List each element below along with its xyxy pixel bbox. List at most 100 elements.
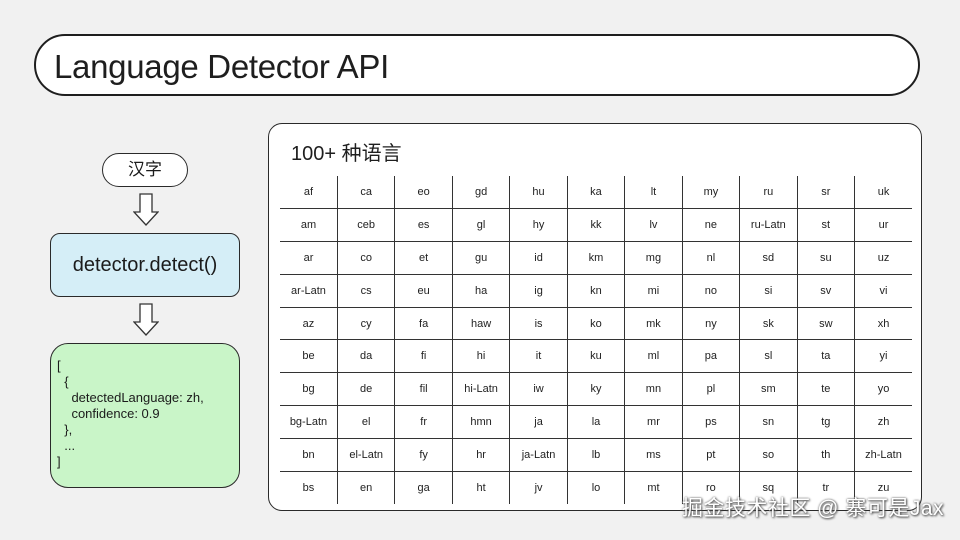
language-code-cell: cy xyxy=(337,307,396,341)
language-code-cell: hy xyxy=(509,208,568,242)
language-code-cell: ha xyxy=(452,274,511,308)
language-code-cell: sl xyxy=(739,339,798,374)
language-code-cell: hi-Latn xyxy=(452,372,511,407)
language-code-cell: ky xyxy=(567,372,626,407)
language-code-cell: de xyxy=(337,372,396,407)
language-code-cell: ceb xyxy=(337,208,396,242)
language-code-cell: el xyxy=(337,405,396,440)
language-code-cell: zh-Latn xyxy=(854,438,912,473)
result-line: detectedLanguage: zh, xyxy=(57,390,204,405)
result-node: [ { detectedLanguage: zh, confidence: 0.… xyxy=(50,343,240,488)
languages-heading: 100+ 种语言 xyxy=(291,143,402,165)
language-code-cell: sr xyxy=(797,176,856,209)
language-code-cell: uk xyxy=(854,176,912,209)
language-code-cell: ur xyxy=(854,208,912,242)
language-code-cell: xh xyxy=(854,307,912,341)
input-text-node: 汉字 xyxy=(102,153,188,187)
language-code-cell: id xyxy=(509,241,568,275)
language-code-cell: af xyxy=(280,176,338,209)
language-code-cell: hi xyxy=(452,339,511,374)
language-code-cell: it xyxy=(509,339,568,374)
language-code-cell: la xyxy=(567,405,626,440)
result-line: ] xyxy=(57,454,61,469)
language-code-cell: mn xyxy=(624,372,683,407)
language-code-cell: lb xyxy=(567,438,626,473)
language-code-cell: cs xyxy=(337,274,396,308)
language-code-cell: fa xyxy=(394,307,453,341)
language-code-cell: vi xyxy=(854,274,912,308)
language-code-cell: ml xyxy=(624,339,683,374)
language-code-cell: haw xyxy=(452,307,511,341)
language-code-cell: my xyxy=(682,176,741,209)
language-code-cell: ny xyxy=(682,307,741,341)
language-code-cell: si xyxy=(739,274,798,308)
language-code-cell: te xyxy=(797,372,856,407)
language-code-cell: eo xyxy=(394,176,453,209)
language-code-cell: ka xyxy=(567,176,626,209)
language-code-cell: km xyxy=(567,241,626,275)
language-code-cell: ms xyxy=(624,438,683,473)
language-code-cell: mg xyxy=(624,241,683,275)
language-code-cell: fy xyxy=(394,438,453,473)
language-code-cell: mt xyxy=(624,471,683,504)
language-code-cell: bn xyxy=(280,438,338,473)
language-code-cell: ar xyxy=(280,241,338,275)
language-code-cell: en xyxy=(337,471,396,504)
language-code-cell: et xyxy=(394,241,453,275)
language-code-cell: sm xyxy=(739,372,798,407)
language-code-cell: ps xyxy=(682,405,741,440)
language-code-cell: da xyxy=(337,339,396,374)
language-code-cell: tg xyxy=(797,405,856,440)
detector-node: detector.detect() xyxy=(50,233,240,297)
language-code-cell: fil xyxy=(394,372,453,407)
language-code-cell: mr xyxy=(624,405,683,440)
language-code-cell: pa xyxy=(682,339,741,374)
result-line: }, xyxy=(57,422,73,437)
language-code-cell: ga xyxy=(394,471,453,504)
language-code-cell: ht xyxy=(452,471,511,504)
page-title: Language Detector API xyxy=(54,48,389,85)
language-code-cell: hr xyxy=(452,438,511,473)
language-code-cell: ta xyxy=(797,339,856,374)
language-code-cell: bg-Latn xyxy=(280,405,338,440)
language-code-cell: co xyxy=(337,241,396,275)
language-code-cell: ne xyxy=(682,208,741,242)
language-code-cell: ja-Latn xyxy=(509,438,568,473)
language-code-cell: ja xyxy=(509,405,568,440)
language-code-cell: pl xyxy=(682,372,741,407)
language-code-cell: no xyxy=(682,274,741,308)
language-code-cell: fr xyxy=(394,405,453,440)
language-code-cell: uz xyxy=(854,241,912,275)
language-code-cell: gl xyxy=(452,208,511,242)
language-code-cell: su xyxy=(797,241,856,275)
result-line: ... xyxy=(57,438,76,453)
language-code-cell: mk xyxy=(624,307,683,341)
language-code-cell: gu xyxy=(452,241,511,275)
language-code-cell: ru xyxy=(739,176,798,209)
language-code-cell: so xyxy=(739,438,798,473)
language-code-cell: lo xyxy=(567,471,626,504)
language-code-cell: iw xyxy=(509,372,568,407)
language-code-cell: lv xyxy=(624,208,683,242)
language-code-cell: pt xyxy=(682,438,741,473)
language-code-cell: ko xyxy=(567,307,626,341)
language-code-cell: az xyxy=(280,307,338,341)
language-code-cell: ru-Latn xyxy=(739,208,798,242)
language-code-cell: ro xyxy=(682,471,741,504)
language-code-cell: sn xyxy=(739,405,798,440)
language-code-cell: el-Latn xyxy=(337,438,396,473)
language-code-cell: ku xyxy=(567,339,626,374)
language-code-cell: hu xyxy=(509,176,568,209)
result-line: confidence: 0.9 xyxy=(57,406,160,421)
language-code-cell: zu xyxy=(877,481,890,494)
result-line: { xyxy=(57,374,69,389)
language-code-cell: yi xyxy=(854,339,912,374)
